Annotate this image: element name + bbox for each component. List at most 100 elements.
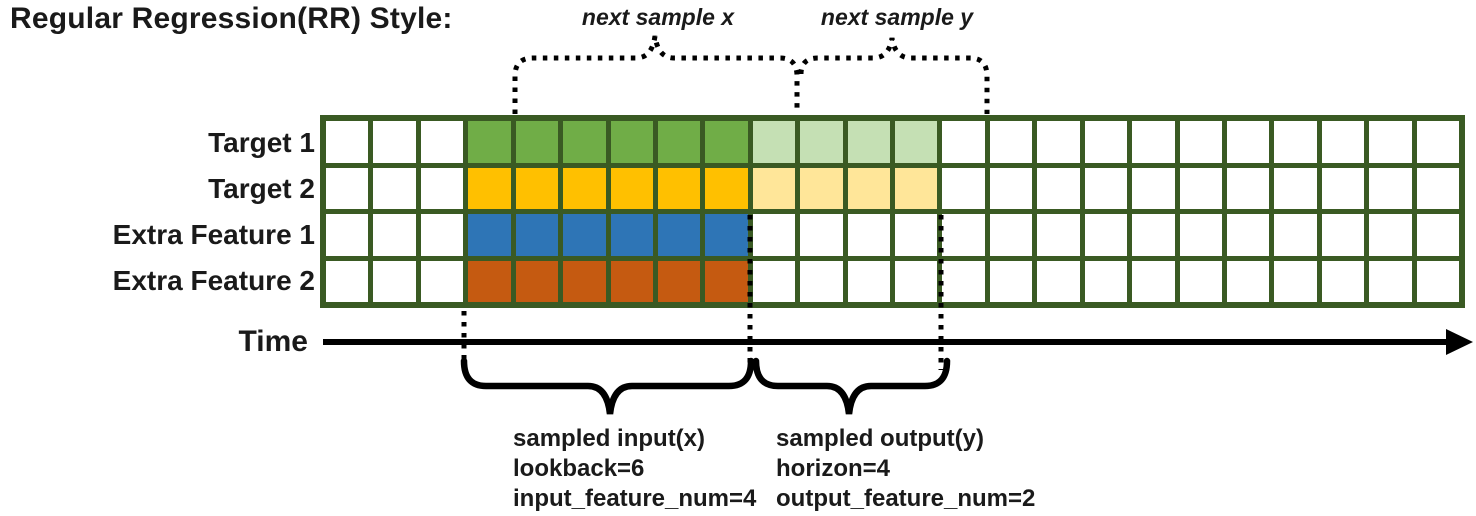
grid-cell xyxy=(420,167,464,209)
grid-cell xyxy=(563,167,606,209)
grid-cell xyxy=(610,167,653,209)
grid-cell xyxy=(942,121,985,163)
grid-cell xyxy=(705,167,748,209)
grid-cell xyxy=(1084,121,1128,163)
grid-cell xyxy=(1274,167,1317,209)
grid-cell xyxy=(847,214,890,256)
grid-cell xyxy=(1179,121,1222,163)
grid-cell xyxy=(563,121,606,163)
grid-cell xyxy=(895,121,938,163)
grid-cell xyxy=(989,167,1033,209)
grid-cell xyxy=(515,260,559,302)
input-feature-num-value: input_feature_num=4 xyxy=(513,485,757,512)
grid-cell xyxy=(373,214,416,256)
grid-cell xyxy=(800,260,843,302)
grid-cell xyxy=(1132,260,1175,302)
grid-cell xyxy=(1132,167,1175,209)
grid-cell xyxy=(1084,214,1128,256)
grid-cell xyxy=(657,260,701,302)
grid-cell xyxy=(1037,214,1080,256)
grid-cell xyxy=(1321,260,1365,302)
grid-cell xyxy=(989,260,1033,302)
sampled-input-title: sampled input(x) xyxy=(513,425,706,452)
grid-cell xyxy=(563,214,606,256)
grid-cell xyxy=(373,260,416,302)
grid-cell xyxy=(420,121,464,163)
grid-cell xyxy=(420,260,464,302)
grid-cell xyxy=(420,214,464,256)
grid-cell xyxy=(895,167,938,209)
sampled-input-caption: sampled input(x) lookback=6 input_featur… xyxy=(513,424,756,514)
grid-cell xyxy=(989,121,1033,163)
grid-cell xyxy=(1037,167,1080,209)
sampled-output-brace xyxy=(752,357,951,415)
grid-cell xyxy=(468,260,511,302)
grid-cell xyxy=(515,167,559,209)
grid-cell xyxy=(373,167,416,209)
grid-cell xyxy=(1274,121,1317,163)
horizon-value: horizon=4 xyxy=(776,455,891,482)
grid-cell xyxy=(847,260,890,302)
grid-cell xyxy=(373,121,416,163)
grid-cell xyxy=(515,214,559,256)
grid-cell xyxy=(657,167,701,209)
grid-cell xyxy=(942,260,985,302)
grid-cell xyxy=(895,260,938,302)
grid-cell xyxy=(705,121,748,163)
grid-cell xyxy=(1084,260,1128,302)
sampled-input-brace xyxy=(460,357,755,415)
grid-cell xyxy=(752,214,796,256)
grid-cell xyxy=(326,121,369,163)
time-axis-arrow xyxy=(1446,329,1473,355)
sampled-output-caption: sampled output(y) horizon=4 output_featu… xyxy=(776,424,1035,514)
grid-cell xyxy=(1226,260,1270,302)
output-feature-num-value: output_feature_num=2 xyxy=(776,485,1036,512)
grid-cell xyxy=(1179,167,1222,209)
grid-cell xyxy=(1274,214,1317,256)
next-sample-y-brace xyxy=(798,37,990,114)
grid-cell xyxy=(705,214,748,256)
grid-cell xyxy=(800,167,843,209)
grid-cell xyxy=(468,214,511,256)
grid-cell xyxy=(800,121,843,163)
grid-cell xyxy=(942,214,985,256)
grid-cell xyxy=(515,121,559,163)
grid-cell xyxy=(800,214,843,256)
next-sample-x-brace xyxy=(512,35,800,114)
grid-cell xyxy=(1274,260,1317,302)
grid-cell xyxy=(1369,214,1412,256)
lookback-value: lookback=6 xyxy=(513,455,645,482)
grid-cell xyxy=(1321,121,1365,163)
grid-cell xyxy=(1369,167,1412,209)
grid-cell xyxy=(563,260,606,302)
grid-cell xyxy=(1226,121,1270,163)
grid-cell xyxy=(657,214,701,256)
grid-cell xyxy=(1037,260,1080,302)
grid-cell xyxy=(1369,260,1412,302)
grid-cell xyxy=(610,121,653,163)
grid-cell xyxy=(1037,121,1080,163)
grid-cell xyxy=(942,167,985,209)
grid-cell xyxy=(1416,260,1459,302)
grid-cell xyxy=(1416,167,1459,209)
grid-cell xyxy=(847,121,890,163)
grid-cell xyxy=(468,167,511,209)
grid-cell xyxy=(468,121,511,163)
grid-cell xyxy=(1132,121,1175,163)
grid-cell xyxy=(1321,167,1365,209)
row-label-extra-feature-1: Extra Feature 1 xyxy=(112,219,315,250)
next-sample-y-label: next sample y xyxy=(820,4,974,30)
grid-cell xyxy=(326,214,369,256)
time-axis-label: Time xyxy=(238,325,308,358)
grid-cell xyxy=(610,260,653,302)
diagram-title: Regular Regression(RR) Style: xyxy=(10,2,453,35)
grid-cell xyxy=(752,121,796,163)
grid-cell xyxy=(1226,214,1270,256)
grid-cell xyxy=(1132,214,1175,256)
grid-cell xyxy=(1179,214,1222,256)
grid-cell xyxy=(326,260,369,302)
grid-cell xyxy=(895,214,938,256)
grid-cell xyxy=(705,260,748,302)
grid-cell xyxy=(1321,214,1365,256)
grid-cell xyxy=(989,214,1033,256)
